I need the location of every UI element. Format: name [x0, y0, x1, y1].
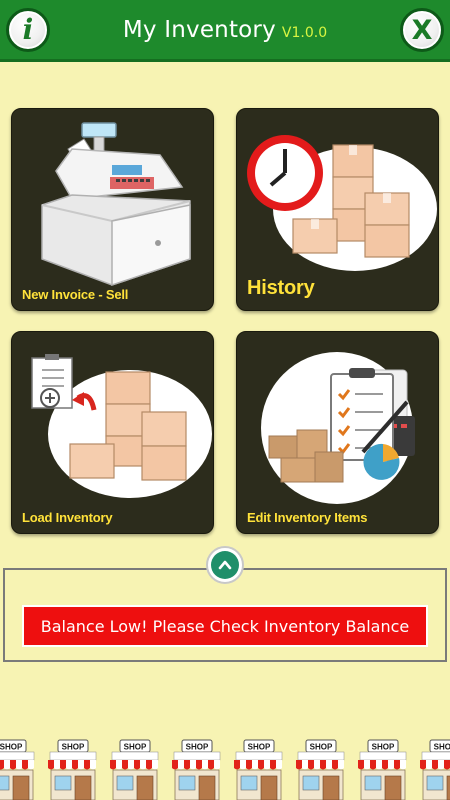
shop-icon: SHOP [358, 739, 407, 800]
app-title: My Inventory [122, 16, 276, 43]
load-inventory-tile[interactable]: Load Inventory [11, 331, 214, 534]
app-version: V1.0.0 [281, 24, 328, 41]
info-button[interactable]: i [6, 8, 50, 52]
balance-alert: Balance Low! Please Check Inventory Bala… [22, 605, 428, 647]
load-inventory-label: Load Inventory [22, 510, 113, 525]
close-button[interactable]: X [400, 8, 444, 52]
shop-sign-text: SHOP [434, 743, 450, 752]
scroll-up-button[interactable] [206, 546, 244, 584]
app-header: i My Inventory V1.0.0 X [0, 0, 450, 62]
shop-sign-text: SHOP [372, 743, 395, 752]
shop-sign-text: SHOP [124, 743, 147, 752]
shop-icon: SHOP [420, 739, 450, 800]
shop-icon: SHOP [172, 739, 221, 800]
clipboard-checklist-icon [261, 352, 415, 504]
shop-icon: SHOP [110, 739, 159, 800]
new-invoice-label: New Invoice - Sell [22, 287, 129, 302]
shop-icon: SHOP [48, 739, 97, 800]
history-tile[interactable]: History [236, 108, 439, 311]
history-label: History [247, 277, 315, 299]
shop-sign-text: SHOP [186, 743, 209, 752]
close-icon: X [411, 14, 433, 46]
shops-strip: SHOP SHOP SHOP SHOP SHOP SHOP SHOP SHOP [0, 736, 450, 800]
edit-inventory-label: Edit Inventory Items [247, 510, 368, 525]
shop-icon: SHOP [296, 739, 345, 800]
shop-sign-text: SHOP [62, 743, 85, 752]
clock-boxes-icon [247, 135, 437, 271]
shop-sign-text: SHOP [310, 743, 333, 752]
shop-icon: SHOP [0, 739, 35, 800]
edit-inventory-tile[interactable]: Edit Inventory Items [236, 331, 439, 534]
chevron-up-icon [218, 560, 232, 570]
checklist-boxes-icon [31, 354, 212, 498]
cash-register-icon [41, 122, 191, 287]
new-invoice-tile[interactable]: New Invoice - Sell [11, 108, 214, 311]
shop-sign-text: SHOP [248, 743, 271, 752]
shop-icon: SHOP [234, 739, 283, 800]
info-icon: i [22, 13, 34, 46]
shop-sign-text: SHOP [0, 743, 23, 752]
